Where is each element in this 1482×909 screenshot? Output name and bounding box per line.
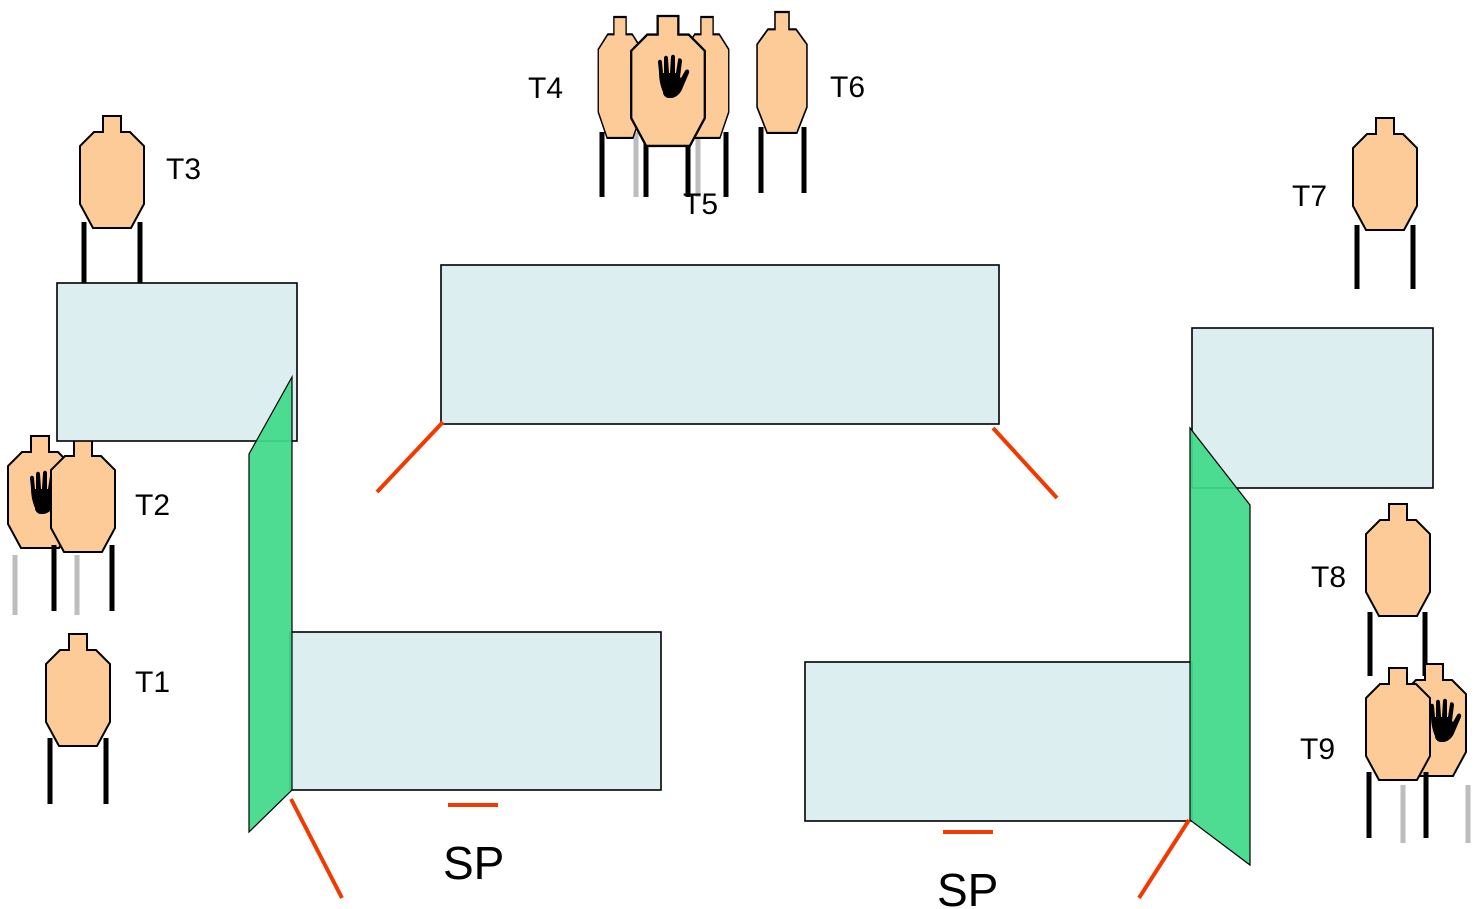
fault-line-bottom-left	[289, 798, 344, 899]
fault-line-center-right	[991, 426, 1059, 500]
wall-left	[248, 374, 293, 834]
target-t9	[1365, 663, 1471, 843]
barricade-top-center	[440, 264, 1000, 425]
target-t7-label: T7	[1292, 180, 1327, 213]
target-t5	[630, 14, 706, 197]
target-t5-label: T5	[683, 188, 718, 221]
fault-line-bottom-right	[1137, 818, 1191, 900]
wall-right	[1189, 426, 1251, 867]
target-t4-label: T4	[528, 72, 563, 105]
target-t9-label: T9	[1300, 733, 1335, 766]
start-position-right-label: SP	[937, 864, 998, 909]
target-t5-back	[684, 15, 730, 197]
start-position-left-label: SP	[443, 837, 504, 889]
target-t8	[1365, 503, 1431, 676]
barricade-top-right	[1191, 327, 1434, 489]
barricade-bottom-right	[804, 661, 1193, 822]
target-t7	[1352, 117, 1418, 289]
target-t2	[7, 435, 116, 615]
fault-line-center-left	[375, 420, 445, 494]
target-t6	[755, 10, 809, 193]
target-t2-label: T2	[135, 489, 170, 522]
target-t4	[597, 15, 643, 197]
target-t6-label: T6	[830, 71, 865, 104]
target-t3-label: T3	[166, 153, 201, 186]
target-t1	[45, 633, 111, 804]
barricade-top-left	[56, 282, 298, 442]
target-t3	[79, 115, 145, 284]
target-t1-label: T1	[135, 666, 170, 699]
target-t8-label: T8	[1311, 561, 1346, 594]
barricade-bottom-left	[289, 631, 662, 791]
